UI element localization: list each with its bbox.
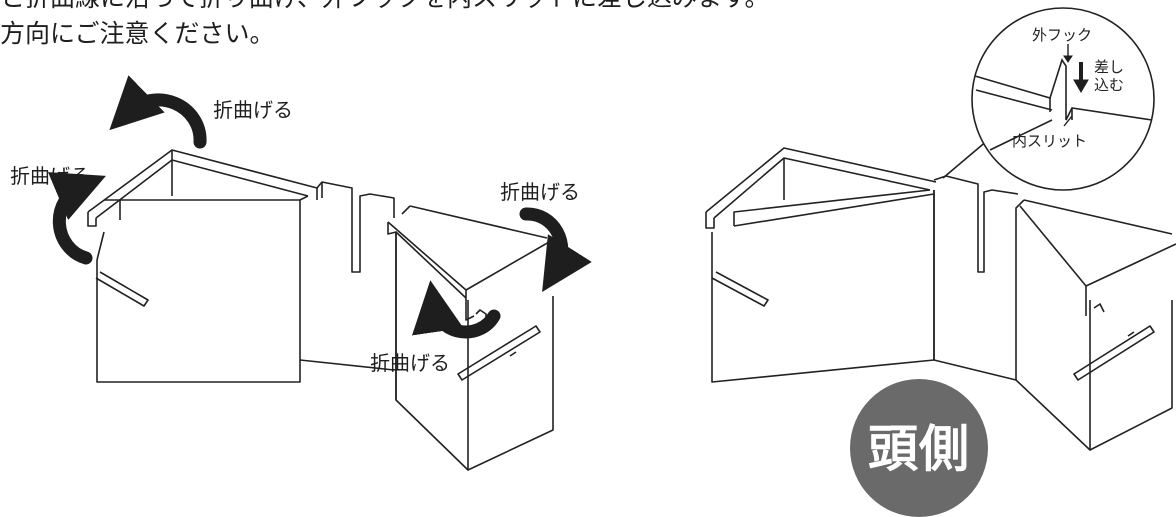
fold-label-left: 折曲げる bbox=[10, 164, 90, 188]
intro-line-2: 方向にご注意ください。 bbox=[0, 19, 275, 48]
inset-arrows bbox=[1063, 44, 1089, 127]
outer-hook-label: 外フック bbox=[1032, 26, 1093, 44]
fold-arrow-top bbox=[109, 75, 207, 149]
fold-label-top: 折曲げる bbox=[213, 98, 293, 122]
fold-label-right: 折曲げる bbox=[500, 180, 580, 204]
intro-line-1: と折曲線に沿って折り曲げ、外フックを内スリットに差し込みます。 bbox=[0, 0, 770, 14]
fold-arrow-right bbox=[519, 207, 592, 292]
inset-detail bbox=[942, 7, 1155, 191]
fold-arrows bbox=[47, 75, 592, 339]
inner-slit-label: 内スリット bbox=[1012, 132, 1088, 150]
insert-label-line1: 差し bbox=[1094, 58, 1125, 76]
insert-down-arrow-icon bbox=[1073, 79, 1089, 93]
left-box-diagram bbox=[87, 149, 557, 471]
head-side-label: 頭側 bbox=[868, 420, 970, 478]
assembly-illustration bbox=[47, 7, 1176, 471]
fold-arrow-bottom bbox=[412, 280, 501, 339]
fold-label-bottom: 折曲げる bbox=[370, 351, 450, 375]
outer-hook-pointer-icon bbox=[1063, 55, 1073, 63]
right-box-diagram bbox=[705, 147, 1176, 451]
insert-label-line2: 込む bbox=[1094, 76, 1125, 94]
head-side-badge: 頭側 bbox=[850, 379, 988, 517]
fold-arrow-left bbox=[47, 172, 106, 265]
